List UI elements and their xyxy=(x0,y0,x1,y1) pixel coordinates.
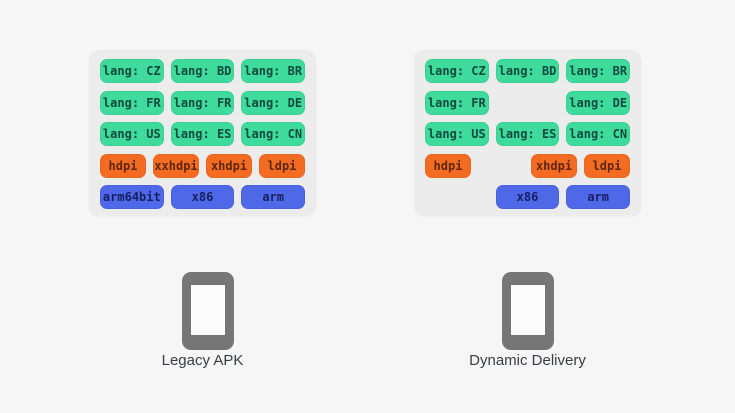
chip-xhdpi: xhdpi xyxy=(206,153,252,178)
chip-arm: arm xyxy=(566,185,630,209)
chip-lang-cz: lang: CZ xyxy=(100,59,164,83)
chip-lang-de: lang: DE xyxy=(566,90,630,115)
chip-row: hdpi xhdpi ldpi xyxy=(425,153,630,178)
chip-x86: x86 xyxy=(495,185,560,209)
dynamic-delivery-label: Dynamic Delivery xyxy=(469,352,586,369)
chip-lang-bd: lang: BD xyxy=(170,59,235,83)
chip-lang-us: lang: US xyxy=(100,122,164,146)
chip-lang-cn: lang: CN xyxy=(566,122,630,146)
chip-arm64bit: arm64bit xyxy=(100,185,164,209)
chip-lang-cn: lang: CN xyxy=(241,122,305,146)
chip-hdpi: hdpi xyxy=(425,153,471,178)
phone-icon xyxy=(502,272,554,350)
chip-x86: x86 xyxy=(170,185,235,209)
chip-ldpi: ldpi xyxy=(259,153,305,178)
chip-lang-cz: lang: CZ xyxy=(425,59,489,83)
chip-lang-fr: lang: FR xyxy=(170,90,235,115)
chip-row: hdpi xxhdpi xhdpi ldpi xyxy=(100,153,305,178)
chip-xxhdpi: xxhdpi xyxy=(153,153,199,178)
chip-xhdpi: xhdpi xyxy=(531,153,577,178)
chip-lang-es: lang: ES xyxy=(170,122,235,146)
chip-ldpi: ldpi xyxy=(584,153,630,178)
phone-icon xyxy=(182,272,234,350)
chip-lang-es: lang: ES xyxy=(495,122,560,146)
chip-lang-bd: lang: BD xyxy=(495,59,560,83)
chip-lang-br: lang: BR xyxy=(566,59,630,83)
chip-arm: arm xyxy=(241,185,305,209)
chip-lang-de: lang: DE xyxy=(241,90,305,115)
chip-row: lang: FR lang: DE xyxy=(425,90,630,115)
chip-hdpi: hdpi xyxy=(100,153,146,178)
legacy-apk-label: Legacy APK xyxy=(161,352,244,369)
chip-lang-fr: lang: FR xyxy=(100,90,164,115)
chip-lang-fr: lang: FR xyxy=(425,90,489,115)
chip-lang-br: lang: BR xyxy=(241,59,305,83)
chip-lang-us: lang: US xyxy=(425,122,489,146)
